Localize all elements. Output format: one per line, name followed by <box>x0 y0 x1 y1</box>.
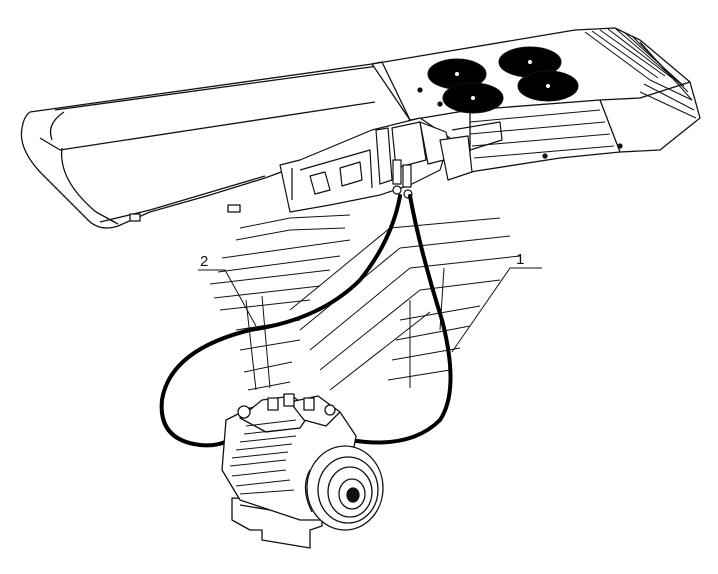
side-louvers <box>469 109 615 159</box>
compressor <box>221 393 384 549</box>
evaporator-housing <box>20 61 411 229</box>
housing-clip <box>227 204 241 213</box>
hose-2 <box>159 194 402 448</box>
callout-label-2: 2 <box>200 253 208 270</box>
callout-label-1: 1 <box>516 251 524 268</box>
leader-line-2 <box>198 269 257 327</box>
callout-leaders <box>198 267 542 353</box>
fittings-bay <box>279 117 503 213</box>
condenser-grille <box>584 28 697 119</box>
condenser-fans <box>427 46 579 114</box>
leader-line-1 <box>451 267 542 353</box>
hose-1 <box>348 194 453 445</box>
housing-clip <box>129 213 141 222</box>
callouts: 2 1 <box>200 251 524 270</box>
refrigerant-hoses <box>159 194 453 448</box>
bus-frame-ghost <box>209 214 521 391</box>
